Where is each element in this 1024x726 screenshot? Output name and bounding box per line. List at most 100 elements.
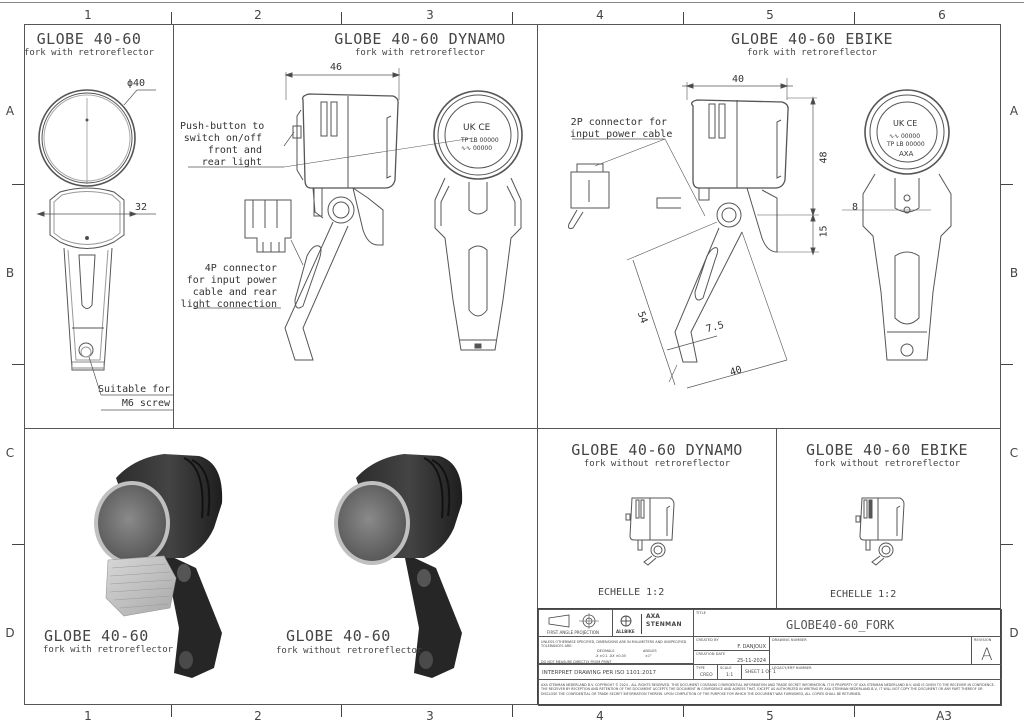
- callout-2p-connector-2: input power cable: [570, 129, 673, 140]
- sheet-top-rule: [0, 2, 1024, 3]
- ebike-side-and-rear-drawing: UK CE ∿∿ 00000 TP LB 00000 AXA: [568, 78, 952, 389]
- panel-title: GLOBE 40-60 EBIKE: [730, 30, 894, 48]
- small-ebike-subtitle: fork without retroreflector: [813, 459, 961, 469]
- type-cell: TYPE CREO: [693, 664, 718, 680]
- callout-4p-connector-4: light connection: [180, 299, 277, 310]
- drawing-number-label: DRAWING NUMBER: [772, 638, 807, 642]
- scale-cell: SCALE 1:1: [717, 664, 742, 680]
- title-block: FIRST ANGLE PROJECTION ALLBIKE AXA STENM…: [537, 608, 1002, 706]
- drawing-title: GLOBE40-60_FORK: [786, 618, 895, 632]
- zone-tick: [12, 364, 24, 365]
- zone-col-2-bottom: 2: [254, 709, 262, 723]
- tolerance-decimals-label: DECIMALS: [597, 649, 615, 653]
- panel-subtitle: fork with retroreflector: [746, 48, 878, 58]
- callout-4p-connector-2: for input power: [186, 275, 277, 286]
- zone-tick: [1001, 184, 1013, 185]
- sheet-cell: SHEET 1 OF 1: [741, 664, 776, 680]
- created-by-cell: CREATED BY F. DANJOUX: [693, 636, 770, 651]
- small-ebike-drawing: [855, 497, 905, 566]
- dim-width: 32: [135, 202, 148, 213]
- zone-row-c-left: C: [5, 446, 15, 460]
- zone-tick: [12, 544, 24, 545]
- render-without-retroreflector: [334, 454, 463, 678]
- zone-tick: [512, 12, 513, 24]
- svg-text:AXA: AXA: [899, 150, 914, 158]
- type-label: TYPE: [696, 666, 705, 670]
- projection-cell: FIRST ANGLE PROJECTION: [538, 609, 613, 637]
- zone-tick: [341, 705, 342, 717]
- svg-text:TP LB 00000: TP LB 00000: [460, 137, 499, 144]
- allbike-logo-icon: [620, 615, 632, 627]
- logo-cell: ALLBIKE AXA STENMAN: [612, 609, 694, 637]
- company-left: ALLBIKE: [616, 629, 635, 634]
- creation-date-cell: CREATION DATE 25-11-2024: [693, 650, 770, 665]
- small-dynamo-subtitle: fork without retroreflector: [583, 459, 731, 469]
- dim-depth-46: 46: [330, 62, 343, 73]
- callout-push-button-3: front and: [207, 145, 262, 156]
- small-dynamo-drawing: [625, 497, 675, 566]
- title-label: TITLE: [696, 611, 706, 615]
- callout-push-button-4: rear light: [201, 157, 262, 168]
- zone-row-b-right: B: [1009, 266, 1019, 280]
- tolerance-note: UNLESS OTHERWISE SPECIFIED, DIMENSIONS A…: [541, 640, 687, 649]
- dynamo-side-and-rear-drawing: UK CE TP LB 00000 ∿∿ 00000: [188, 68, 523, 361]
- zone-col-6-top: 6: [938, 8, 946, 22]
- svg-text:UK CE: UK CE: [463, 123, 491, 133]
- zone-tick: [171, 12, 172, 24]
- zone-tick: [1001, 364, 1013, 365]
- tolerance-cell: UNLESS OTHERWISE SPECIFIED, DIMENSIONS A…: [538, 636, 694, 664]
- callout-4p-connector-1: 4P connector: [204, 263, 277, 274]
- small-ebike-title: GLOBE 40-60 EBIKE: [805, 441, 969, 459]
- note-screw-line2: M6 screw: [121, 398, 170, 409]
- scale-value: 1:1: [726, 673, 734, 678]
- created-by-label: CREATED BY: [696, 638, 719, 642]
- small-dynamo-scale: ECHELLE 1:2: [598, 587, 665, 598]
- drawing-number-cell: DRAWING NUMBER: [769, 636, 972, 665]
- zone-tick: [683, 12, 684, 24]
- zone-row-d-left: D: [5, 626, 15, 640]
- zone-tick: [171, 705, 172, 717]
- small-dynamo-title: GLOBE 40-60 DYNAMO: [571, 441, 743, 459]
- zone-col-3-top: 3: [426, 8, 434, 22]
- copyright-cell: AXA STENMAN NEDERLAND B.V. COPYRIGHT © 2…: [538, 679, 1002, 706]
- company-right-sub: STENMAN: [646, 621, 682, 628]
- legacy-number-label: LEGACY/ERP NUMBER: [772, 666, 812, 670]
- tolerance-decimals: .X ±0.1 .XX ±0.05: [595, 654, 626, 658]
- panel-small-dynamo: [537, 428, 777, 609]
- creation-date-label: CREATION DATE: [696, 652, 726, 656]
- revision-value: A: [981, 645, 993, 665]
- zone-tick: [12, 184, 24, 185]
- sheet-value: SHEET 1 OF 1: [745, 670, 776, 675]
- callout-push-button-2: switch on/off: [183, 133, 262, 144]
- svg-text:∿∿ 00000: ∿∿ 00000: [461, 145, 492, 152]
- tolerance-angles-label: ANGLES: [643, 649, 657, 653]
- interpret-cell: INTERPRET DRAWING PER ISO 1101:2017: [538, 664, 694, 680]
- callout-push-button-1: Push-button to: [180, 121, 265, 132]
- zone-tick: [341, 12, 342, 24]
- render-with-retroreflector: [94, 454, 223, 678]
- revision-label: REVISION: [974, 638, 992, 642]
- type-value: CREO: [700, 673, 713, 678]
- callout-2p-connector-1: 2P connector for: [570, 117, 667, 128]
- company-right: AXA: [646, 613, 660, 620]
- scale-label: SCALE: [720, 666, 732, 670]
- zone-col-1-top: 1: [84, 8, 92, 22]
- zone-row-b-left: B: [5, 266, 15, 280]
- render-without-subtitle: fork without retroreflector: [276, 646, 423, 656]
- copyright-text: AXA STENMAN NEDERLAND B.V. COPYRIGHT © 2…: [541, 683, 995, 696]
- note-screw-line1: Suitable for: [98, 384, 171, 395]
- zone-tick: [512, 705, 513, 717]
- zone-row-c-right: C: [1009, 446, 1019, 460]
- tolerance-angles: ±1°: [645, 654, 652, 658]
- dim-diameter: ϕ40: [127, 78, 146, 89]
- callout-4p-connector-3: cable and rear: [192, 287, 277, 298]
- svg-text:∿∿ 00000: ∿∿ 00000: [889, 133, 920, 140]
- dim-height-48: 48: [818, 151, 830, 164]
- zone-row-a-right: A: [1009, 104, 1019, 118]
- panel-subtitle: fork with retroreflector: [24, 48, 155, 58]
- panel-subtitle: fork with retroreflector: [354, 48, 486, 58]
- small-ebike-scale: ECHELLE 1:2: [830, 589, 897, 600]
- title-cell: TITLE GLOBE40-60_FORK: [693, 609, 1002, 637]
- zone-tick: [1001, 544, 1013, 545]
- zone-tick: [683, 705, 684, 717]
